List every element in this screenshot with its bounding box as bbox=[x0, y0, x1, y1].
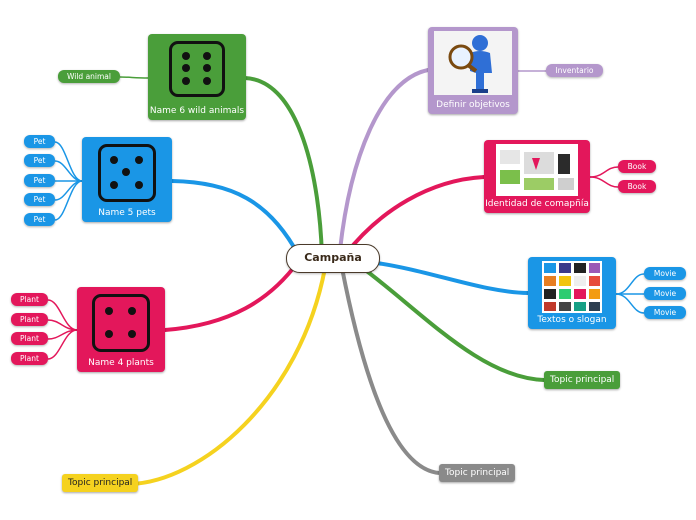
wild-animals-node[interactable]: Name 6 wild animals bbox=[148, 34, 246, 120]
pet-child[interactable]: Pet bbox=[24, 154, 55, 167]
yellow-topic-node[interactable]: Topic principal bbox=[62, 474, 139, 492]
movie-child[interactable]: Movie bbox=[644, 306, 686, 319]
gray-topic-node[interactable]: Topic principal bbox=[439, 464, 516, 482]
pets-node[interactable]: Name 5 pets bbox=[82, 137, 172, 222]
plant-child[interactable]: Plant bbox=[11, 293, 48, 306]
plant-child[interactable]: Plant bbox=[11, 313, 48, 326]
wild-animal-child[interactable]: Wild animal bbox=[58, 70, 120, 83]
branch-objetivos bbox=[338, 68, 430, 252]
pet-child[interactable]: Pet bbox=[24, 193, 55, 206]
branch-identidad bbox=[343, 175, 486, 257]
branch-pets bbox=[170, 179, 302, 260]
central-topic[interactable]: Campaña bbox=[286, 244, 380, 273]
green-topic-node[interactable]: Topic principal bbox=[544, 371, 621, 389]
pet-child[interactable]: Pet bbox=[24, 213, 55, 226]
dice-five-icon bbox=[98, 144, 156, 202]
plant-child[interactable]: Plant bbox=[11, 352, 48, 365]
dice-six-icon bbox=[169, 41, 225, 97]
branch-green-topic bbox=[358, 264, 546, 382]
plant-child[interactable]: Plant bbox=[11, 332, 48, 345]
objetivos-title: Definir objetivos bbox=[436, 100, 510, 110]
identidad-title: Identidad de comapñía bbox=[485, 199, 589, 209]
branch-gray-topic bbox=[340, 266, 442, 475]
branch-textos bbox=[368, 260, 530, 295]
plants-node[interactable]: Name 4 plants bbox=[77, 287, 165, 372]
inventario-child[interactable]: Inventario bbox=[546, 64, 603, 77]
magnifier-person-icon bbox=[434, 31, 512, 95]
identidad-node[interactable]: Identidad de comapñía bbox=[484, 140, 590, 213]
pet-child[interactable]: Pet bbox=[24, 174, 55, 187]
movie-child[interactable]: Movie bbox=[644, 287, 686, 300]
plants-title: Name 4 plants bbox=[88, 358, 154, 368]
book-child[interactable]: Book bbox=[618, 160, 656, 173]
pets-title: Name 5 pets bbox=[98, 208, 156, 218]
movie-child[interactable]: Movie bbox=[644, 267, 686, 280]
dice-four-icon bbox=[92, 294, 150, 352]
branch-wild-animals bbox=[243, 76, 324, 260]
wild-animals-title: Name 6 wild animals bbox=[149, 106, 245, 116]
slogan-collage-image bbox=[542, 261, 602, 313]
pet-child[interactable]: Pet bbox=[24, 135, 55, 148]
textos-title: Textos o slogan bbox=[537, 315, 607, 325]
book-child[interactable]: Book bbox=[618, 180, 656, 193]
branch-yellow-topic bbox=[128, 266, 327, 486]
textos-node[interactable]: Textos o slogan bbox=[528, 257, 616, 329]
objetivos-node[interactable]: Definir objetivos bbox=[428, 27, 518, 114]
brand-identity-image bbox=[496, 144, 578, 196]
branch-plants bbox=[163, 260, 300, 332]
